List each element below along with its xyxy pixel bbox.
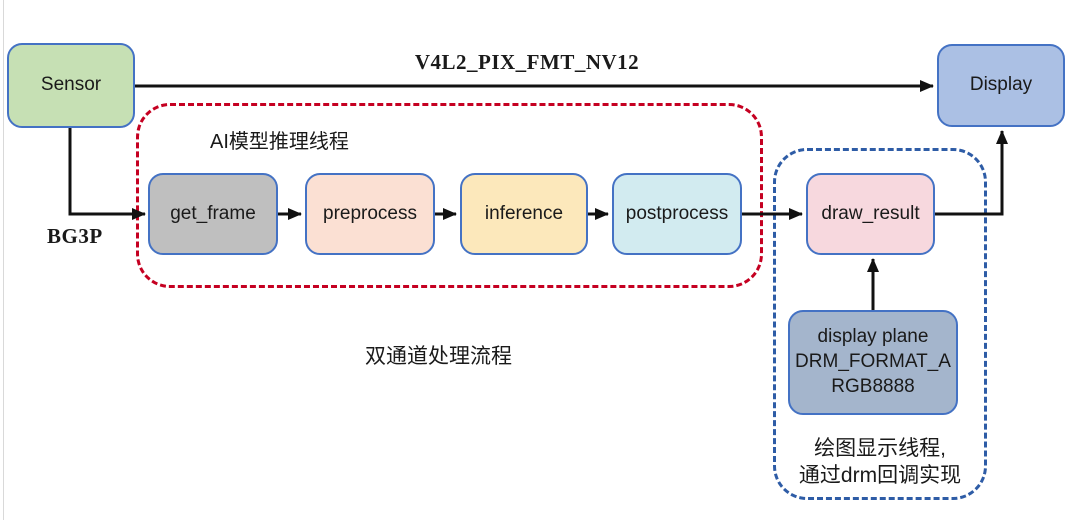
- display-plane-label: display plane DRM_FORMAT_A RGB8888: [795, 325, 951, 399]
- draw-thread-caption-line-1: 绘图显示线程,: [814, 437, 946, 460]
- bg3p-format-label: BG3P: [47, 224, 103, 248]
- preprocess-node: preprocess: [305, 173, 435, 255]
- display-plane-line-3: RGB8888: [831, 375, 915, 397]
- get-frame-node: get_frame: [148, 173, 278, 255]
- draw-result-label: draw_result: [821, 202, 920, 224]
- draw-result-node: draw_result: [806, 173, 935, 255]
- draw-thread-caption: 绘图显示线程, 通过drm回调实现: [785, 435, 975, 489]
- get-frame-label: get_frame: [170, 202, 256, 224]
- window-edge-line: [3, 0, 4, 520]
- v4l2-pixel-format-label: V4L2_PIX_FMT_NV12: [414, 50, 640, 74]
- ai-thread-title: AI模型推理线程: [210, 131, 349, 153]
- inference-node: inference: [460, 173, 588, 255]
- display-plane-node: display plane DRM_FORMAT_A RGB8888: [788, 310, 958, 415]
- display-plane-line-1: display plane: [817, 326, 929, 348]
- sensor-node: Sensor: [7, 43, 135, 128]
- preprocess-label: preprocess: [323, 202, 417, 224]
- postprocess-node: postprocess: [612, 173, 742, 255]
- display-plane-line-2: DRM_FORMAT_A: [795, 351, 951, 373]
- draw-display-thread-group: [773, 148, 987, 500]
- sensor-label: Sensor: [40, 74, 102, 96]
- edge-sensor-to-get-frame: [68, 128, 146, 220]
- display-node: Display: [937, 44, 1065, 127]
- inference-label: inference: [484, 202, 564, 224]
- postprocess-label: postprocess: [625, 202, 729, 224]
- dual-channel-caption: 双通道处理流程: [365, 345, 512, 368]
- draw-thread-caption-line-2: 通过drm回调实现: [798, 464, 962, 487]
- display-label: Display: [969, 74, 1033, 96]
